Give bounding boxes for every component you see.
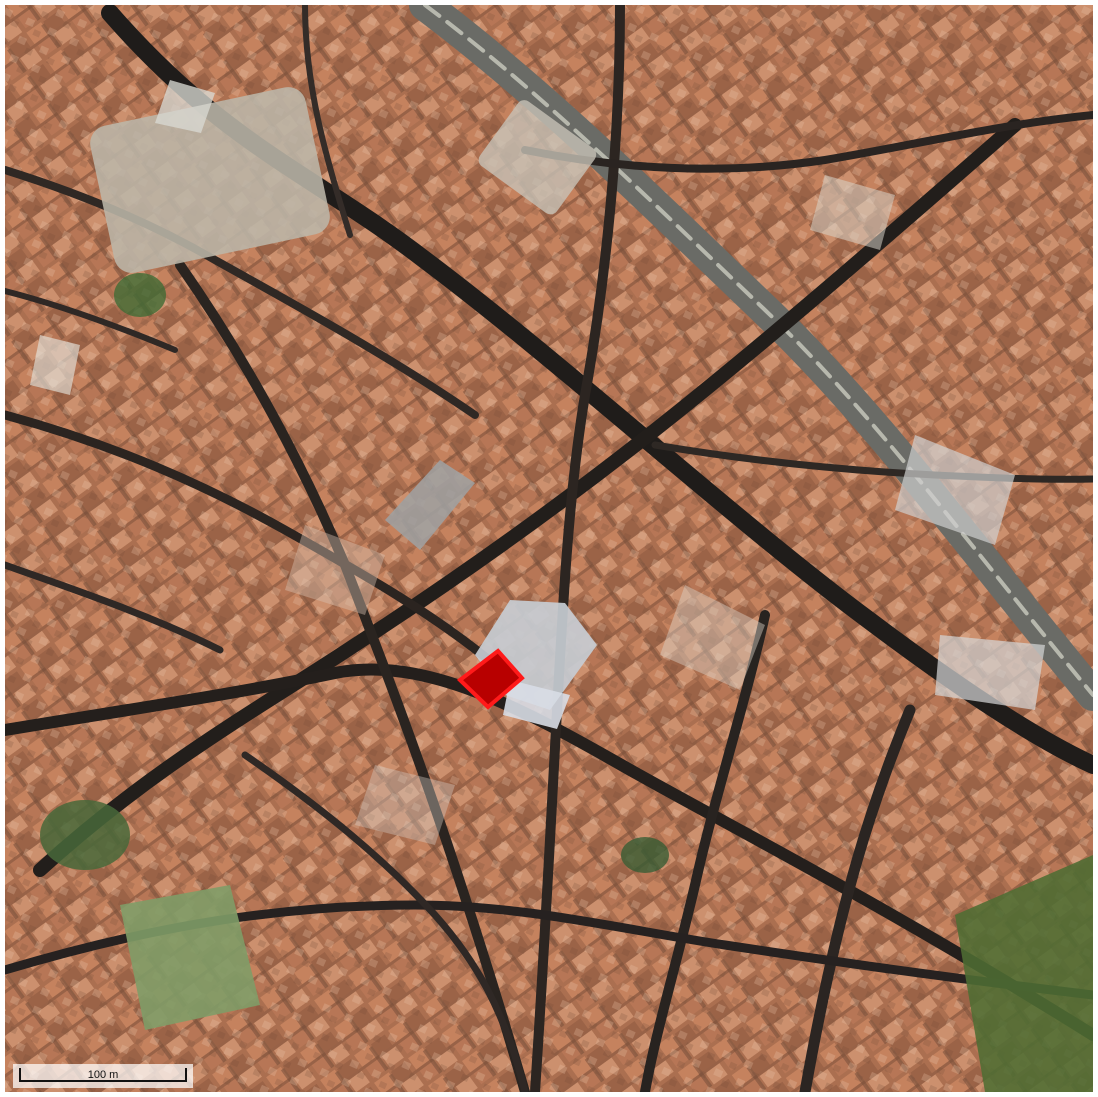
map-viewport[interactable]: 100 m [5, 5, 1093, 1092]
street-network [5, 5, 1093, 1092]
plaza-and-open-spaces [40, 87, 1093, 1092]
scale-bar: 100 m [13, 1064, 193, 1088]
satellite-map[interactable] [5, 5, 1093, 1092]
scale-label: 100 m [87, 1069, 119, 1081]
building-blocks [30, 80, 1045, 845]
selected-parcel[interactable] [456, 648, 525, 710]
scale-line [19, 1068, 187, 1082]
